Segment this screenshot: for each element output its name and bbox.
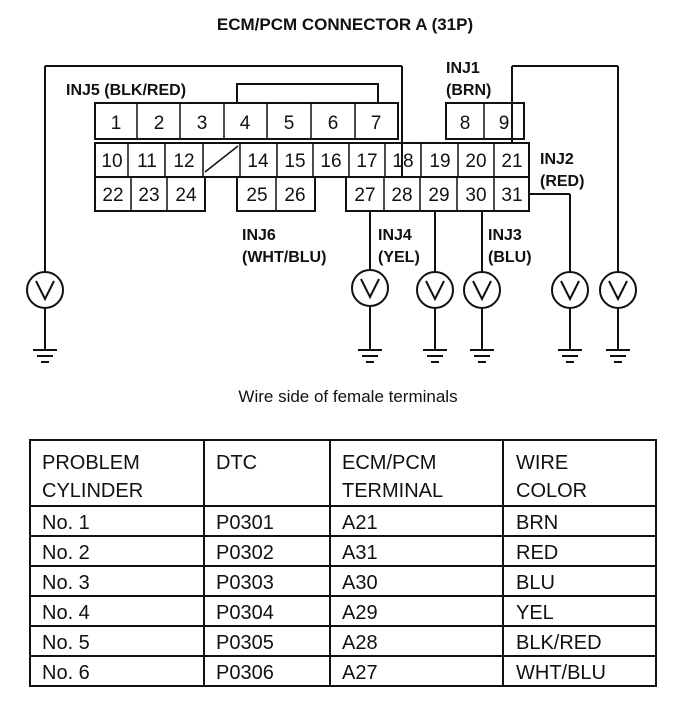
pin-3: 3 [197, 113, 208, 134]
inj1-name: INJ1 [446, 60, 480, 77]
pin-16: 16 [320, 151, 341, 172]
pin-11: 11 [137, 151, 157, 172]
inj6-color: (WHT/BLU) [242, 249, 326, 266]
wiring [44, 65, 619, 272]
cell-terminal: A30 [342, 572, 378, 594]
pin-6: 6 [328, 113, 339, 134]
pin-9: 9 [499, 113, 510, 134]
cell-cylinder: No. 1 [42, 512, 90, 534]
header-wire-line1: WIRE [516, 452, 568, 474]
pin-2: 2 [154, 113, 165, 134]
pin-28: 28 [391, 185, 412, 206]
table-row: No. 2 P0302 A31 RED [42, 542, 558, 564]
voltmeter-inj4 [416, 271, 454, 363]
table-row: No. 6 P0306 A27 WHT/BLU [42, 662, 606, 684]
header-problem-line1: PROBLEM [42, 452, 140, 474]
cell-wire-color: RED [516, 542, 558, 564]
cell-wire-color: BLU [516, 572, 555, 594]
cell-dtc: P0303 [216, 572, 274, 594]
table-row: No. 1 P0301 A21 BRN [42, 512, 558, 534]
cell-cylinder: No. 3 [42, 572, 90, 594]
cell-terminal: A29 [342, 602, 378, 624]
pin-7: 7 [371, 113, 382, 134]
cell-cylinder: No. 2 [42, 542, 90, 564]
inj4-color: (YEL) [378, 249, 420, 266]
pin-29: 29 [428, 185, 449, 206]
voltmeter-inj6 [351, 269, 389, 363]
pin-24: 24 [175, 185, 197, 206]
table-row: No. 5 P0305 A28 BLK/RED [42, 632, 602, 654]
inj6-name: INJ6 [242, 227, 276, 244]
pin-31: 31 [501, 185, 522, 206]
table-header-row: PROBLEM CYLINDER DTC ECM/PCM TERMINAL WI… [42, 452, 587, 502]
cell-wire-color: YEL [516, 602, 554, 624]
header-dtc-line1: DTC [216, 452, 257, 474]
connector-a [94, 102, 530, 212]
cell-wire-color: BRN [516, 512, 558, 534]
pin-dividers [127, 103, 495, 211]
pin-12: 12 [173, 151, 194, 172]
pin-21: 21 [501, 151, 522, 172]
pin-27: 27 [354, 185, 375, 206]
pin-19: 19 [429, 151, 450, 172]
pin-23: 23 [138, 185, 159, 206]
inj4-name: INJ4 [378, 227, 412, 244]
inj2-color: (RED) [540, 173, 584, 190]
inj1-color: (BRN) [446, 82, 491, 99]
pin-20: 20 [465, 151, 486, 172]
pin-numbers: 1 2 3 4 5 6 7 8 9 10 11 12 14 15 16 17 1… [101, 113, 522, 206]
header-terminal-line1: ECM/PCM [342, 452, 436, 474]
cell-dtc: P0304 [216, 602, 274, 624]
voltmeter-inj1 [599, 271, 637, 363]
pin-22: 22 [102, 185, 123, 206]
pin-5: 5 [284, 113, 295, 134]
pin-15: 15 [284, 151, 305, 172]
header-terminal-line2: TERMINAL [342, 480, 443, 502]
pin-26: 26 [284, 185, 305, 206]
cell-terminal: A27 [342, 662, 378, 684]
inj3-color: (BLU) [488, 249, 532, 266]
cell-terminal: A21 [342, 512, 378, 534]
cell-wire-color: WHT/BLU [516, 662, 606, 684]
inj3-name: INJ3 [488, 227, 522, 244]
cell-terminal: A28 [342, 632, 378, 654]
voltmeter-inj3 [463, 271, 501, 363]
pin-10: 10 [101, 151, 122, 172]
pin-14: 14 [247, 151, 269, 172]
cell-cylinder: No. 5 [42, 632, 90, 654]
diagram-caption: Wire side of female terminals [238, 387, 457, 406]
cell-dtc: P0306 [216, 662, 274, 684]
pin-1: 1 [111, 113, 122, 134]
pin-4: 4 [240, 113, 251, 134]
table-row: No. 3 P0303 A30 BLU [42, 572, 555, 594]
pin-30: 30 [465, 185, 486, 206]
voltmeter-inj5 [26, 271, 64, 363]
cell-dtc: P0302 [216, 542, 274, 564]
inj5-label: INJ5 (BLK/RED) [66, 82, 186, 99]
cell-dtc: P0305 [216, 632, 274, 654]
voltmeter-inj2 [551, 271, 589, 363]
pin-8: 8 [460, 113, 471, 134]
cell-cylinder: No. 6 [42, 662, 90, 684]
pin-25: 25 [246, 185, 267, 206]
diagram-title: ECM/PCM CONNECTOR A (31P) [217, 15, 473, 34]
cell-dtc: P0301 [216, 512, 274, 534]
cell-cylinder: No. 4 [42, 602, 90, 624]
cell-wire-color: BLK/RED [516, 632, 602, 654]
header-problem-line2: CYLINDER [42, 480, 143, 502]
header-wire-line2: COLOR [516, 480, 587, 502]
dtc-table [29, 439, 657, 687]
table-row: No. 4 P0304 A29 YEL [42, 602, 554, 624]
cell-terminal: A31 [342, 542, 378, 564]
inj2-name: INJ2 [540, 151, 574, 168]
pin-17: 17 [356, 151, 377, 172]
